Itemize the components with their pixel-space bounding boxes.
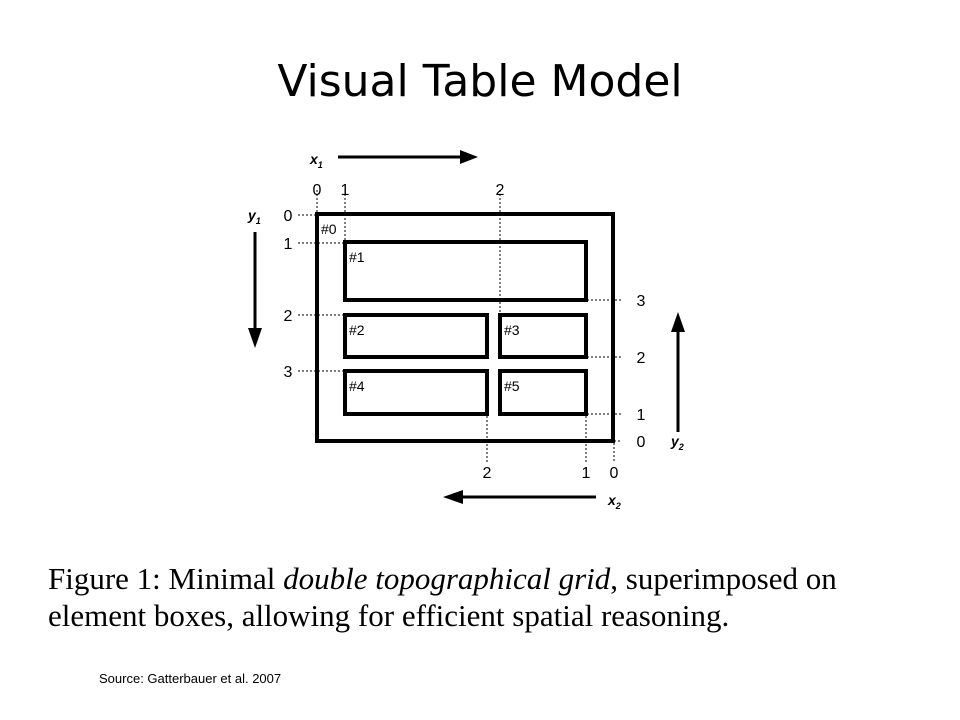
source-citation: Source: Gatterbauer et al. 2007 xyxy=(99,671,282,686)
box-0-outer-frame xyxy=(315,212,615,443)
y2-tick-1: 1 xyxy=(637,407,646,424)
box-4 xyxy=(343,369,489,416)
x2-tick-0: 0 xyxy=(610,465,619,482)
y1-axis-label: y1 xyxy=(247,207,261,226)
box-3 xyxy=(498,313,588,359)
caption-emphasis: double topographical grid xyxy=(283,561,611,596)
x1-arrow-icon xyxy=(460,150,478,164)
box-5 xyxy=(498,369,588,416)
x2-tick-2: 2 xyxy=(483,465,492,482)
box-2-label: #2 xyxy=(349,322,365,338)
box-4-label: #4 xyxy=(349,378,365,394)
x1-tick-0: 0 xyxy=(313,182,322,199)
x2-tick-1: 1 xyxy=(582,465,591,482)
y2-arrow-icon xyxy=(671,312,685,332)
box-1 xyxy=(343,240,588,302)
y1-tick-3: 3 xyxy=(284,364,293,381)
slide-title: Visual Table Model xyxy=(277,56,683,107)
x2-axis: 2 1 0 x2 xyxy=(443,465,621,511)
caption-suffix: , superimposed on element boxes, allowin… xyxy=(48,561,837,633)
y2-tick-0: 0 xyxy=(637,434,646,451)
box-5-label: #5 xyxy=(504,378,520,394)
x2-arrow-icon xyxy=(443,490,463,504)
y2-axis: 3 2 1 0 y2 xyxy=(637,293,685,452)
y2-tick-2: 2 xyxy=(637,350,646,367)
x1-tick-2: 2 xyxy=(496,182,505,199)
figure-caption: Figure 1: Minimal double topographical g… xyxy=(48,560,928,634)
grid-figure: #0 #1 #2 #3 #4 #5 x1 0 1 2 y1 0 1 2 3 3 … xyxy=(230,140,700,520)
y1-axis: y1 0 1 2 3 xyxy=(247,207,293,381)
box-3-label: #3 xyxy=(504,322,520,338)
y1-arrow-icon xyxy=(248,328,262,348)
x1-tick-1: 1 xyxy=(341,182,350,199)
y1-tick-0: 0 xyxy=(284,208,293,225)
x2-axis-label: x2 xyxy=(607,492,621,511)
grid-diagram: #0 #1 #2 #3 #4 #5 x1 0 1 2 y1 0 1 2 3 3 … xyxy=(247,150,685,511)
x1-axis: x1 0 1 2 xyxy=(309,150,505,199)
y1-tick-1: 1 xyxy=(284,236,293,253)
box-2 xyxy=(343,313,489,359)
box-1-label: #1 xyxy=(349,249,365,265)
caption-prefix: Figure 1: Minimal xyxy=(48,561,284,596)
y1-tick-2: 2 xyxy=(284,308,293,325)
y2-tick-3: 3 xyxy=(637,293,646,310)
y2-axis-label: y2 xyxy=(670,433,684,452)
box-0-label: #0 xyxy=(321,221,337,237)
x1-axis-label: x1 xyxy=(309,151,323,170)
element-boxes xyxy=(315,212,615,443)
